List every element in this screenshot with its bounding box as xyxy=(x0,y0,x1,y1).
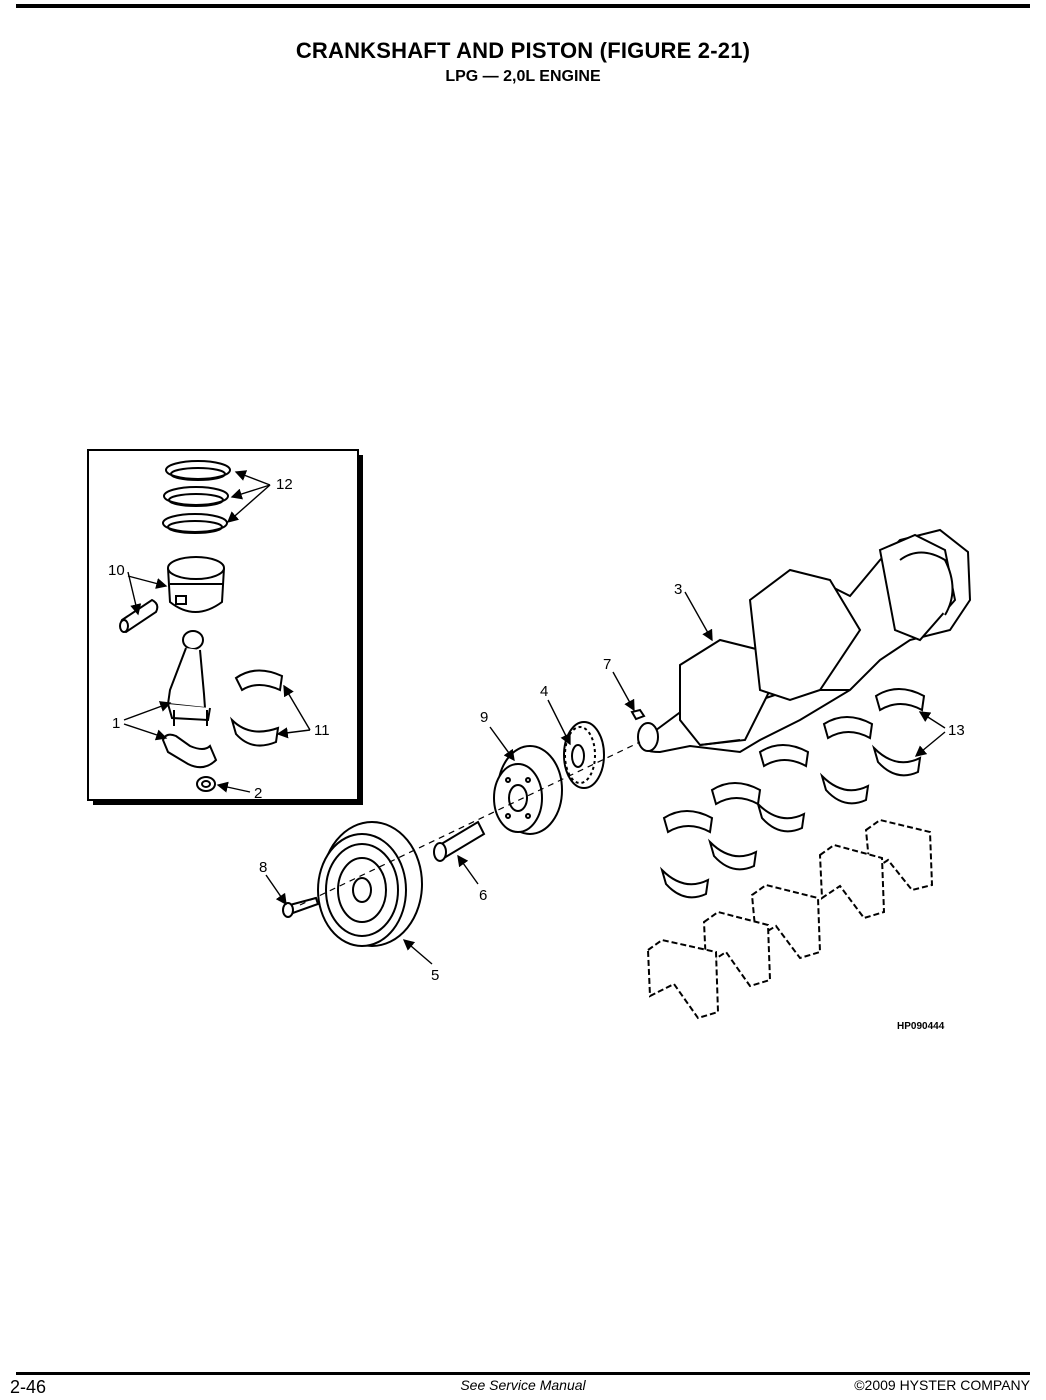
figure-code: HP090444 xyxy=(897,1021,945,1032)
rod-bearings xyxy=(229,669,284,747)
top-rule xyxy=(16,4,1030,8)
crankshaft xyxy=(637,528,972,754)
copyright: ©2009 HYSTER COMPANY xyxy=(854,1377,1030,1393)
page-number: 2-46 xyxy=(10,1377,47,1397)
callout-13: 13 xyxy=(948,722,965,739)
piston xyxy=(167,556,225,613)
piston-pin xyxy=(119,598,159,634)
callout-7: 7 xyxy=(603,656,611,673)
callout-3: 3 xyxy=(674,581,682,598)
crankshaft-hub xyxy=(493,745,563,835)
pulley-bolt xyxy=(433,820,486,862)
piston-rings xyxy=(162,460,231,534)
key xyxy=(630,708,646,721)
callout-2: 2 xyxy=(254,785,262,802)
callout-1: 1 xyxy=(112,715,120,732)
page-title: CRANKSHAFT AND PISTON (FIGURE 2-21) xyxy=(295,38,751,63)
crankshaft-pulley xyxy=(317,821,423,947)
crankshaft-sprocket xyxy=(563,721,605,789)
page-subtitle: LPG — 2,0L ENGINE xyxy=(445,68,601,85)
bottom-rule xyxy=(16,1372,1030,1375)
service-manual-note: See Service Manual xyxy=(460,1377,586,1393)
callout-8: 8 xyxy=(259,859,267,876)
main-bearings xyxy=(659,688,926,899)
center-axis-line xyxy=(299,741,641,906)
pulley-retaining-bolt xyxy=(282,896,320,918)
callout-6: 6 xyxy=(479,887,487,904)
callout-labels: 1 2 3 4 5 6 7 8 9 10 11 12 13 HP090444 xyxy=(108,476,965,1032)
callout-11: 11 xyxy=(314,722,330,739)
main-bearing-caps xyxy=(646,818,934,1020)
rod-nut xyxy=(196,776,216,792)
connecting-rod xyxy=(161,630,218,769)
callout-5: 5 xyxy=(431,967,439,984)
leader-lines xyxy=(123,470,946,965)
callout-12: 12 xyxy=(276,476,293,493)
callout-9: 9 xyxy=(480,709,488,726)
callout-4: 4 xyxy=(540,683,548,700)
callout-10: 10 xyxy=(108,562,125,579)
